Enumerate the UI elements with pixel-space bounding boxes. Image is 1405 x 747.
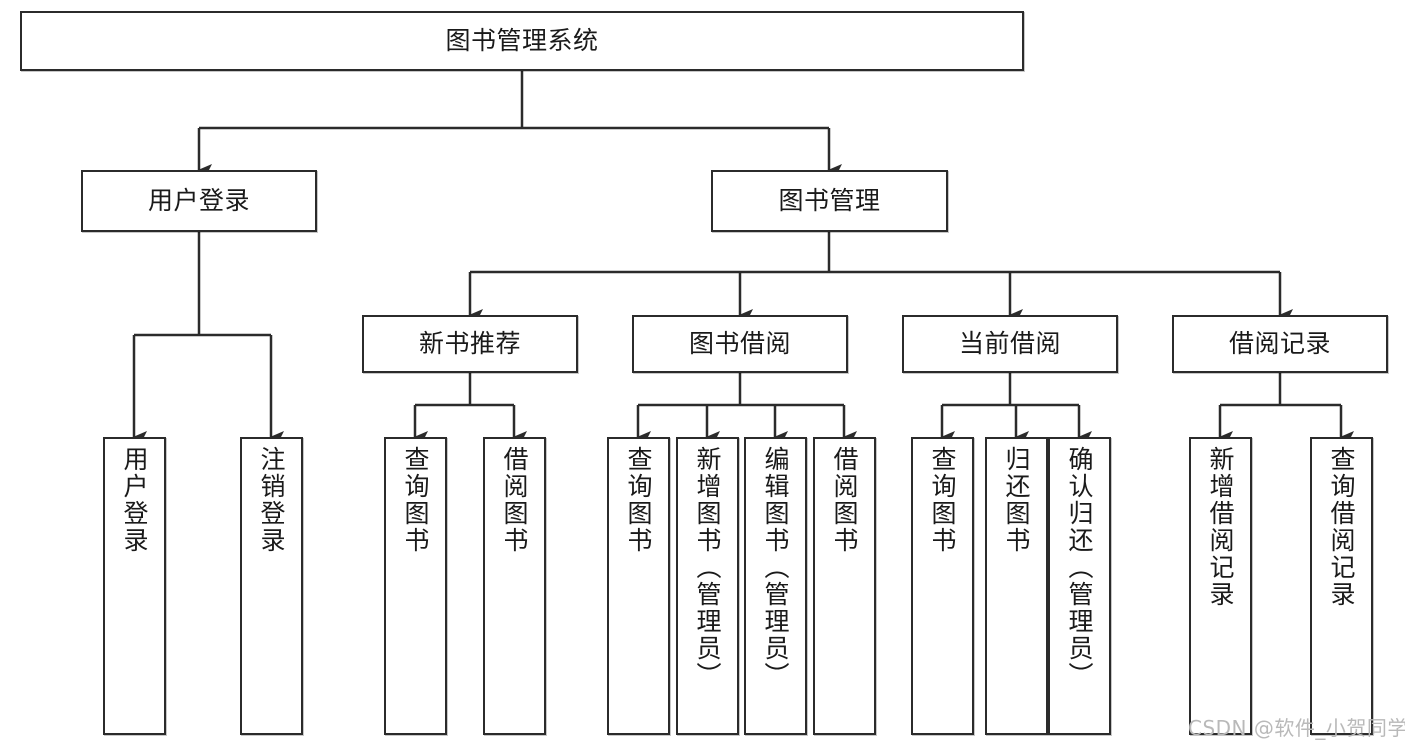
node-label: 查询图书 (401, 446, 430, 554)
node-level3-2[interactable]: 当前借阅 (902, 315, 1118, 373)
node-leaf-6[interactable]: 编辑图书（管理员） (744, 437, 807, 735)
node-leaf-8[interactable]: 查询图书 (911, 437, 974, 735)
node-leaf-11[interactable]: 新增借阅记录 (1189, 437, 1252, 735)
node-label: 用户登录 (147, 186, 250, 215)
node-leaf-7[interactable]: 借阅图书 (813, 437, 876, 735)
node-label: 编辑图书（管理员） (761, 446, 790, 689)
node-level2-1[interactable]: 图书管理 (711, 170, 948, 232)
node-label: 图书管理系统 (445, 26, 599, 55)
node-label: 借阅图书 (830, 446, 859, 554)
node-leaf-3[interactable]: 借阅图书 (483, 437, 546, 735)
node-label: 归还图书 (1002, 446, 1031, 554)
node-label: 图书借阅 (688, 329, 791, 358)
node-label: 注销登录 (257, 446, 286, 554)
node-label: 新书推荐 (418, 329, 521, 358)
node-root[interactable]: 图书管理系统 (20, 11, 1024, 71)
node-label: 查询借阅记录 (1327, 446, 1356, 608)
node-leaf-5[interactable]: 新增图书（管理员） (676, 437, 739, 735)
node-level3-0[interactable]: 新书推荐 (362, 315, 578, 373)
node-leaf-12[interactable]: 查询借阅记录 (1310, 437, 1373, 735)
node-label: 借阅图书 (500, 446, 529, 554)
node-label: 图书管理 (778, 186, 881, 215)
node-label: 查询图书 (624, 446, 653, 554)
node-level3-3[interactable]: 借阅记录 (1172, 315, 1388, 373)
node-label: 借阅记录 (1228, 329, 1331, 358)
node-leaf-10[interactable]: 确认归还（管理员） (1048, 437, 1111, 735)
edge-group (132, 71, 1354, 443)
node-label: 确认归还（管理员） (1065, 446, 1094, 689)
node-leaf-4[interactable]: 查询图书 (607, 437, 670, 735)
node-label: 用户登录 (120, 446, 149, 554)
node-label: 当前借阅 (958, 329, 1061, 358)
watermark: CSDN @软件_小贺同学 (1188, 716, 1405, 740)
node-label: 新增图书（管理员） (693, 446, 722, 689)
node-level2-0[interactable]: 用户登录 (81, 170, 317, 232)
node-leaf-2[interactable]: 查询图书 (384, 437, 447, 735)
node-label: 新增借阅记录 (1206, 446, 1235, 608)
node-leaf-9[interactable]: 归还图书 (985, 437, 1048, 735)
node-leaf-1[interactable]: 注销登录 (240, 437, 303, 735)
node-level3-1[interactable]: 图书借阅 (632, 315, 848, 373)
node-label: 查询图书 (928, 446, 957, 554)
node-leaf-0[interactable]: 用户登录 (103, 437, 166, 735)
